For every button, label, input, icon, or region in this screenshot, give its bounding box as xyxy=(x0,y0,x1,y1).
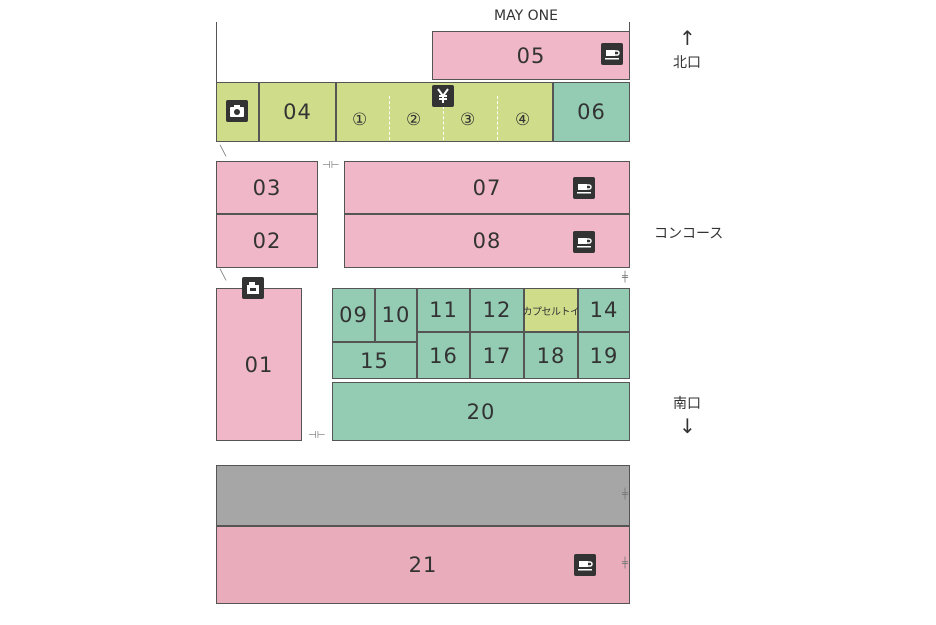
closed-area xyxy=(216,465,630,526)
shop-20-label: 20 xyxy=(466,399,496,424)
shop-09-label: 09 xyxy=(339,303,368,327)
right-wall-top xyxy=(629,22,630,32)
door-mark: ⊣⊢ xyxy=(308,430,326,441)
may-one-label: MAY ONE xyxy=(494,8,558,24)
shop-19-label: 19 xyxy=(589,343,619,368)
shop-16[interactable]: 16 xyxy=(417,332,470,379)
atm-booth-4[interactable]: ④ xyxy=(515,110,531,130)
coffee-cup-icon xyxy=(574,554,596,576)
yen-icon xyxy=(432,85,454,107)
shop-04-label: 04 xyxy=(283,100,312,124)
shop-14-label: 14 xyxy=(589,298,619,322)
south-exit-label[interactable]: 南口 xyxy=(673,396,701,412)
shop-02[interactable]: 02 xyxy=(216,214,318,268)
shop-18[interactable]: 18 xyxy=(524,332,578,379)
shop-07-label: 07 xyxy=(472,175,502,200)
shop-04[interactable]: 04 xyxy=(259,82,336,142)
concourse-label[interactable]: コンコース xyxy=(654,226,724,242)
door-mark: ╪ xyxy=(622,489,629,500)
atm-booth-1[interactable]: ① xyxy=(352,110,368,130)
capsule-toy-label: カプセルトイ xyxy=(522,306,581,318)
locker-icon xyxy=(242,277,264,299)
shop-05-label: 05 xyxy=(516,43,546,68)
left-wall xyxy=(216,22,217,82)
door-mark: ╪ xyxy=(622,558,629,569)
shop-21[interactable]: 21 xyxy=(216,526,630,604)
coffee-cup-icon xyxy=(601,43,623,65)
shop-06-label: 06 xyxy=(577,100,606,124)
atm-booth-3[interactable]: ③ xyxy=(460,110,476,130)
coffee-cup-icon xyxy=(573,177,595,199)
camera-icon xyxy=(226,100,248,122)
shop-01[interactable]: 01 xyxy=(216,288,302,441)
shop-15[interactable]: 15 xyxy=(332,342,417,379)
shop-08-label: 08 xyxy=(472,229,502,253)
shop-19[interactable]: 19 xyxy=(578,332,630,379)
shop-10-label: 10 xyxy=(381,303,411,327)
shop-17[interactable]: 17 xyxy=(470,332,524,379)
shop-03[interactable]: 03 xyxy=(216,161,318,214)
capsule-toy-corner[interactable]: カプセルトイ xyxy=(522,288,581,332)
atm-divider xyxy=(497,96,498,140)
shop-17-label: 17 xyxy=(482,343,512,368)
shop-12[interactable]: 12 xyxy=(470,288,524,332)
door-mark: ╪ xyxy=(622,272,629,283)
shop-05[interactable]: 05 xyxy=(432,31,630,80)
coffee-cup-icon xyxy=(573,231,595,253)
door-mark: ╲ xyxy=(220,146,227,157)
shop-03-label: 03 xyxy=(252,175,282,200)
atm-divider xyxy=(443,106,444,140)
shop-16-label: 16 xyxy=(429,343,458,368)
atm-divider xyxy=(389,96,390,140)
north-arrow-icon: ↑ xyxy=(679,26,696,50)
shop-12-label: 12 xyxy=(482,298,512,322)
atm-booth-2[interactable]: ② xyxy=(406,110,422,130)
shop-11[interactable]: 11 xyxy=(417,288,470,332)
door-mark: ╲ xyxy=(220,270,227,281)
shop-20[interactable]: 20 xyxy=(332,382,630,441)
door-mark: ⊣⊢ xyxy=(322,160,340,171)
shop-15-label: 15 xyxy=(360,348,389,373)
shop-21-label: 21 xyxy=(408,553,438,577)
shop-06[interactable]: 06 xyxy=(553,82,630,142)
shop-11-label: 11 xyxy=(429,298,458,322)
shop-18-label: 18 xyxy=(536,343,566,368)
shop-14[interactable]: 14 xyxy=(578,288,630,332)
shop-02-label: 02 xyxy=(252,229,282,253)
shop-10[interactable]: 10 xyxy=(375,288,417,342)
south-arrow-icon: ↓ xyxy=(679,414,696,438)
north-exit-label[interactable]: 北口 xyxy=(673,55,701,71)
shop-01-label: 01 xyxy=(244,352,274,377)
shop-09[interactable]: 09 xyxy=(332,288,375,342)
shop-08[interactable]: 08 xyxy=(344,214,630,268)
